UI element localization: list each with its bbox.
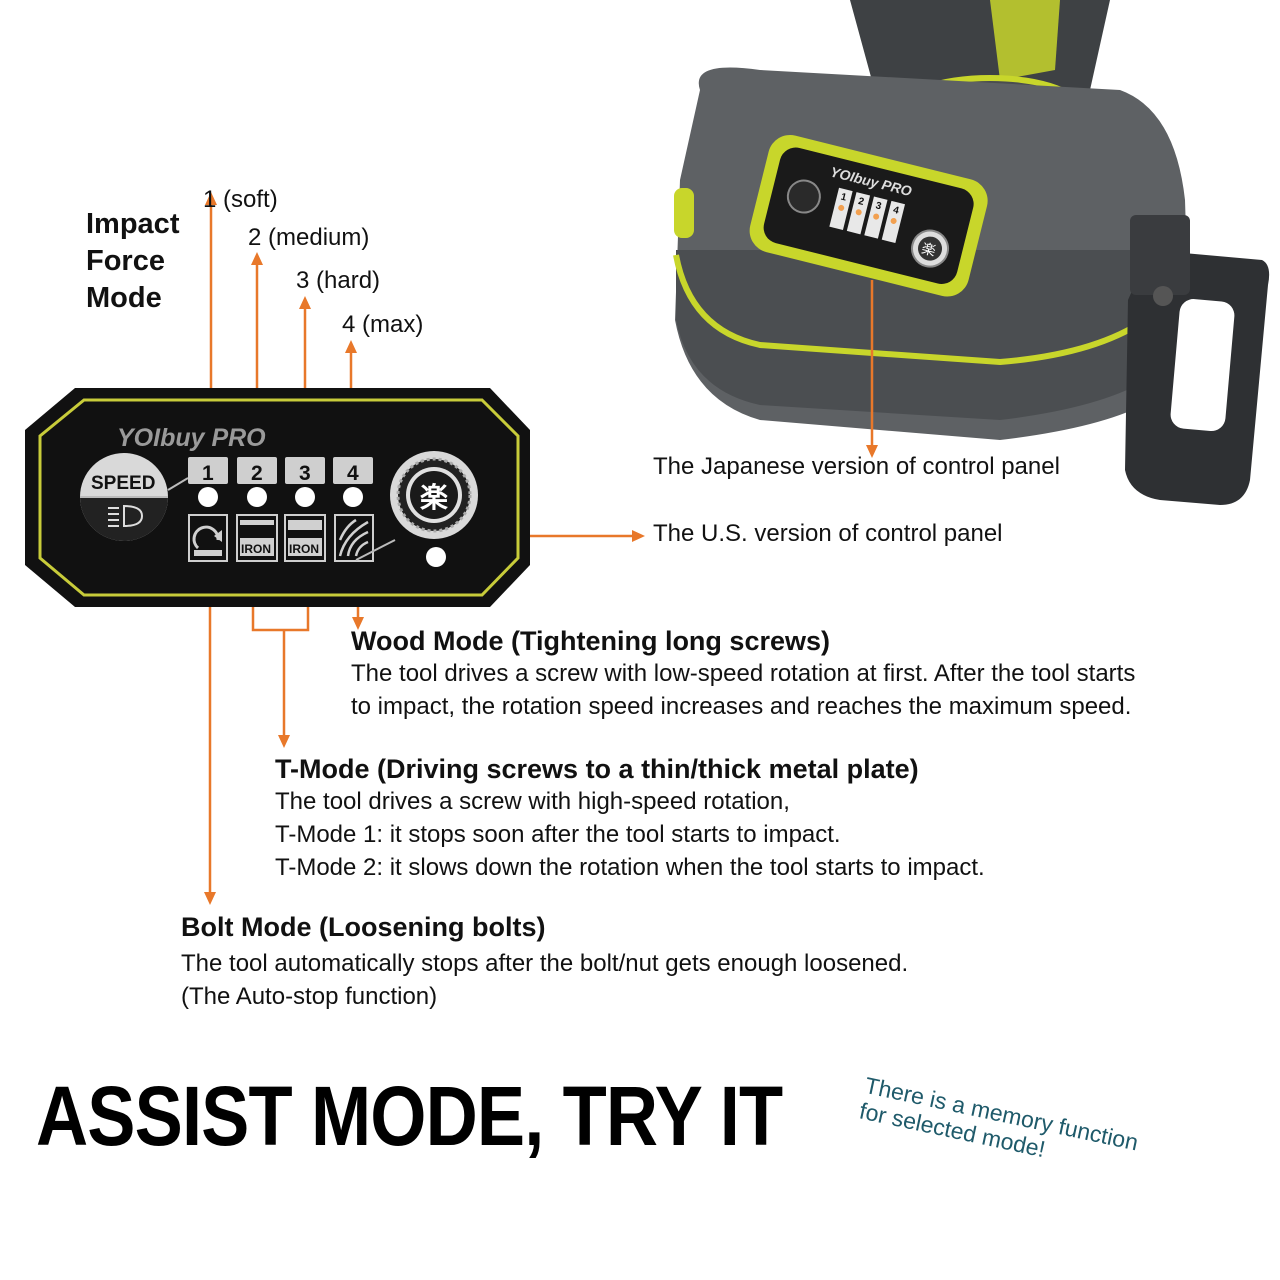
us-control-panel: YOIbuy PRO SPEED 1 2 3 <box>25 388 530 607</box>
impact-force-title: Impact Force Mode <box>86 206 179 317</box>
japan-num-4: 4 <box>892 205 900 217</box>
led-4 <box>343 487 363 507</box>
iron-label-2: IRON <box>289 542 319 556</box>
t-mode-section: T-Mode (Driving screws to a thin/thick m… <box>275 754 985 884</box>
level-2-label: 2 (medium) <box>248 224 370 251</box>
bolt-mode-title: Bolt Mode (Loosening bolts) <box>181 912 546 942</box>
t-mode-2-icon <box>288 520 322 556</box>
wood-mode-section: Wood Mode (Tightening long screws) The t… <box>351 626 1135 723</box>
panel-num-1: 1 <box>202 462 214 485</box>
japan-num-2: 2 <box>857 196 865 208</box>
bolt-mode-line-2: (The Auto-stop function) <box>181 983 438 1010</box>
t-mode-line-3: T-Mode 2: it slows down the rotation whe… <box>275 854 985 881</box>
japan-num-1: 1 <box>840 192 848 204</box>
panel-num-4: 4 <box>347 462 359 485</box>
assist-led <box>426 547 446 567</box>
wood-mode-line-1: The tool drives a screw with low-speed r… <box>351 660 1136 687</box>
japan-num-3: 3 <box>874 200 882 212</box>
japan-kanji: 楽 <box>920 241 937 260</box>
japan-control-panel: YOIbuy PRO 1 2 3 4 楽 <box>749 134 988 297</box>
wood-mode-title: Wood Mode (Tightening long screws) <box>351 626 830 656</box>
t-mode-line-2: T-Mode 1: it stops soon after the tool s… <box>275 821 841 848</box>
panel-num-3: 3 <box>299 462 311 485</box>
panel-num-2: 2 <box>251 462 263 485</box>
speed-light-button: SPEED <box>80 453 189 541</box>
arrow-heads <box>204 192 878 905</box>
led-row <box>198 487 363 507</box>
headlight-icon <box>108 504 144 528</box>
bolt-mode-icon <box>192 525 222 556</box>
japan-light-button <box>786 179 821 214</box>
impact-title-line-3: Mode <box>86 282 162 314</box>
impact-title-line-1: Impact <box>86 208 180 240</box>
assist-kanji: 楽 <box>420 481 448 514</box>
wood-mode-line-2: to impact, the rotation speed increases … <box>351 693 1132 720</box>
t-mode-title: T-Mode (Driving screws to a thin/thick m… <box>275 754 919 784</box>
impact-title-line-2: Force <box>86 245 165 277</box>
led-1 <box>198 487 218 507</box>
t-mode-line-1: The tool drives a screw with high-speed … <box>275 788 790 815</box>
speed-label: SPEED <box>91 473 155 494</box>
iron-label-1: IRON <box>241 542 271 556</box>
t-mode-1-icon <box>240 520 274 556</box>
led-3 <box>295 487 315 507</box>
slogan-headline: ASSIST MODE, TRY IT <box>36 1069 783 1163</box>
level-4-label: 4 (max) <box>342 311 424 338</box>
level-3-label: 3 (hard) <box>296 267 381 294</box>
bolt-mode-line-1: The tool automatically stops after the b… <box>181 950 909 977</box>
panel-brand: YOIbuy PRO <box>117 424 266 452</box>
us-panel-callout: The U.S. version of control panel <box>653 520 1003 547</box>
led-2 <box>247 487 267 507</box>
assist-button: 楽 <box>390 451 478 539</box>
wood-mode-icon <box>338 518 369 557</box>
level-1-label: 1 (soft) <box>203 186 278 213</box>
tool-grip-accent <box>990 0 1060 80</box>
bolt-mode-section: Bolt Mode (Loosening bolts) The tool aut… <box>181 912 908 1013</box>
japanese-panel-callout: The Japanese version of control panel <box>653 453 1060 480</box>
